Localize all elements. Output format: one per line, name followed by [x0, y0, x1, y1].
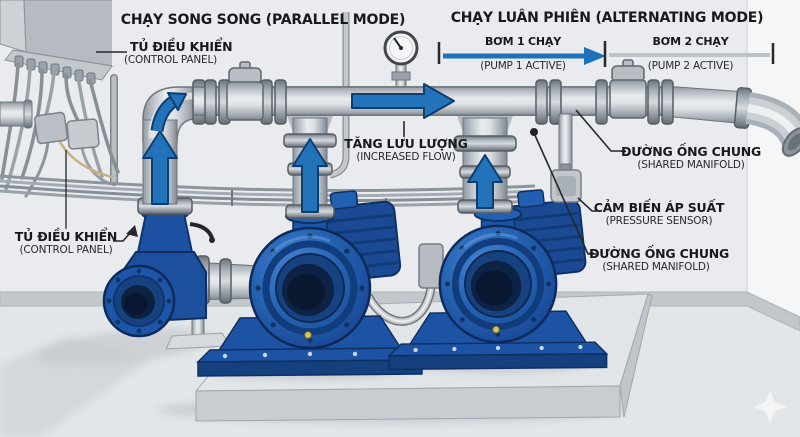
label-increased-flow-en: (INCREASED FLOW) [356, 151, 456, 164]
wall-conduit [329, 12, 350, 179]
junction-boxes [33, 111, 100, 150]
label-shared-manifold-bottom-en: (SHARED MANIFOLD) [602, 261, 710, 274]
label-control-panel-bottom-vi: TỦ ĐIỀU KHIỂN [14, 229, 118, 244]
title-parallel-mode: CHẠY SONG SONG (PARALLEL MODE) [120, 12, 406, 28]
cable-tray-bundle [0, 174, 536, 214]
discharge-pipe-1 [283, 110, 337, 219]
flex-hose [364, 287, 436, 326]
cables [0, 62, 120, 198]
timeline [437, 41, 775, 67]
label-increased-flow-vi: TĂNG LƯU LƯỢNG [344, 136, 468, 151]
label-control-panel-top-en: (CONTROL PANEL) [124, 54, 217, 67]
flow-arrow-riser [142, 130, 178, 205]
valve-handle [189, 222, 214, 239]
flow-arrow-pump1 [292, 138, 328, 213]
label-shared-manifold-top-en: (SHARED MANIFOLD) [637, 159, 745, 172]
leader-anchor-dot [530, 128, 538, 136]
label-pressure-sensor-vi: CẢM BIẾN ÁP SUẤT [593, 200, 725, 215]
check-valve-2 [609, 59, 647, 119]
flow-arrow-manifold [351, 83, 455, 119]
junction-box-2 [66, 118, 100, 150]
gauge-nut [391, 71, 411, 81]
wall-pipe-stub-cap [23, 99, 33, 129]
label-shared-manifold-bottom-vi: ĐƯỜNG ỐNG CHUNG [589, 246, 730, 261]
junction-box-1 [33, 111, 69, 145]
pressure-gauge-icon [383, 30, 419, 66]
flow-arrows [142, 83, 503, 213]
pressure-sensor-device [550, 113, 582, 203]
timeline-pump2-label: BƠM 2 CHẠY [652, 35, 729, 48]
label-shared-manifold-bottom: ĐƯỜNG ỐNG CHUNG (SHARED MANIFOLD) [589, 246, 730, 274]
sparkle-icon [753, 391, 787, 423]
wall-pipe-stub [0, 101, 27, 127]
timeline-pump1-label: BƠM 1 CHẠY [484, 35, 561, 48]
timeline-pump1-sublabel: (PUMP 1 ACTIVE) [480, 60, 566, 72]
timeline-arrowhead [584, 47, 606, 65]
check-valve-1 [226, 61, 264, 121]
label-control-panel-bottom: TỦ ĐIỀU KHIỂN (CONTROL PANEL) [12, 229, 120, 257]
label-control-panel-bottom-en: (CONTROL PANEL) [19, 244, 113, 257]
label-shared-manifold-top: ĐƯỜNG ỐNG CHUNG (SHARED MANIFOLD) [621, 144, 762, 172]
label-control-panel-top: TỦ ĐIỀU KHIỂN (CONTROL PANEL) [124, 39, 233, 66]
label-pressure-sensor-en: (PRESSURE SENSOR) [605, 215, 713, 228]
timeline-pump2-sublabel: (PUMP 2 ACTIVE) [647, 60, 734, 72]
label-shared-manifold-top-vi: ĐƯỜNG ỐNG CHUNG [621, 144, 762, 159]
flow-arrow-elbow [150, 92, 187, 133]
corner-wall [747, 0, 800, 316]
flow-arrow-pump2 [467, 154, 503, 209]
label-increased-flow: TĂNG LƯU LƯỢNG (INCREASED FLOW) [344, 136, 468, 164]
label-control-panel-top-vi: TỦ ĐIỀU KHIỂN [130, 39, 233, 54]
title-alternating-mode: CHẠY LUÂN PHIÊN (ALTERNATING MODE) [450, 10, 764, 26]
leader-arrowhead [126, 225, 138, 237]
manifold-flanges [204, 79, 674, 125]
control-cabinet [0, 0, 114, 85]
label-pressure-sensor: CẢM BIẾN ÁP SUẤT (PRESSURE SENSOR) [593, 200, 725, 228]
